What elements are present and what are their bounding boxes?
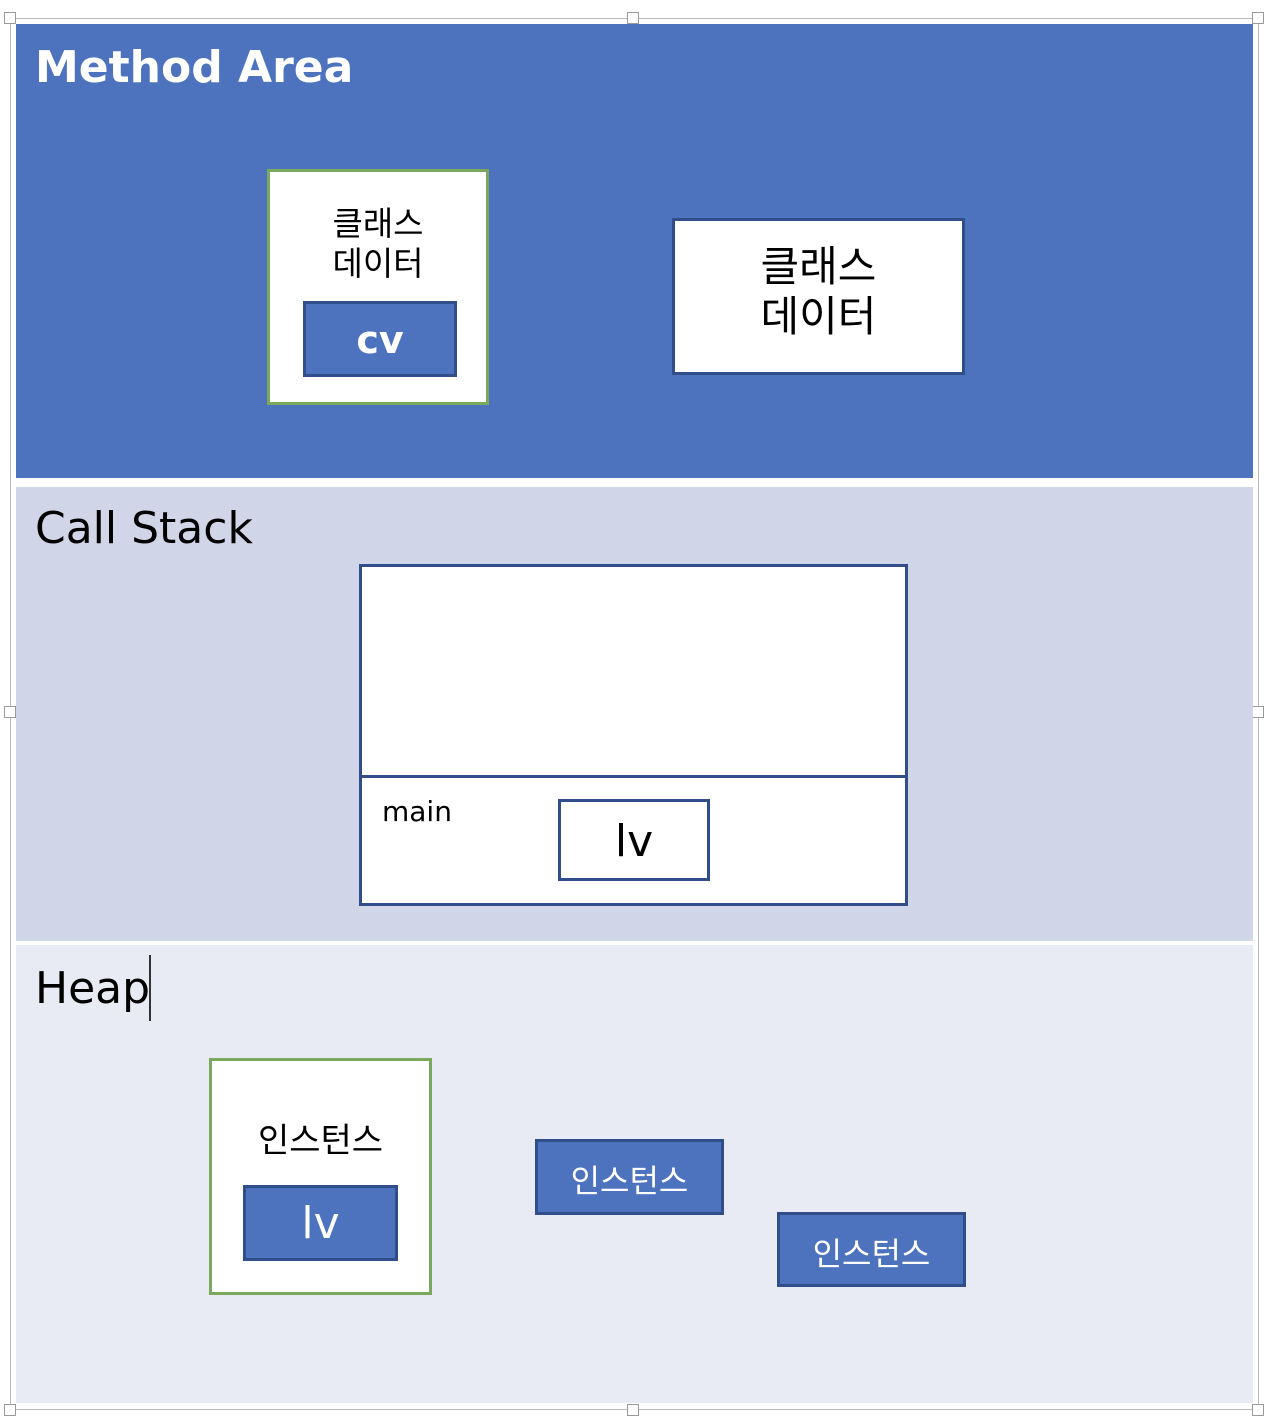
local-variable-box: lv [558, 799, 710, 881]
instance-box-3: 인스턴스 [777, 1212, 966, 1287]
resize-handle-left[interactable] [4, 706, 16, 718]
stack-container: main lv [359, 564, 908, 906]
main-frame-label: main [382, 795, 452, 828]
instance-label: 인스턴스 [257, 1121, 384, 1161]
resize-handle-right[interactable] [1252, 706, 1264, 718]
class-data-label-2: 클래스 데이터 [760, 242, 877, 341]
resize-handle-bottom-right[interactable] [1252, 1404, 1264, 1416]
instance-label-3: 인스턴스 [812, 1235, 931, 1273]
resize-handle-bottom-left[interactable] [4, 1404, 16, 1416]
resize-handle-bottom[interactable] [627, 1404, 639, 1416]
resize-handle-top[interactable] [627, 12, 639, 24]
resize-handle-top-left[interactable] [4, 12, 16, 24]
instance-box: 인스턴스 lv [209, 1058, 432, 1295]
instance-variable-box: lv [243, 1185, 398, 1261]
text-cursor [149, 955, 151, 1021]
resize-handle-top-right[interactable] [1252, 12, 1264, 24]
method-area-section: Method Area 클래스 데이터 cv 클래스 데이터 [16, 24, 1253, 478]
call-stack-section: Call Stack main lv [16, 487, 1253, 941]
heap-title: Heap [35, 963, 151, 1014]
class-variable-box: cv [303, 301, 457, 377]
instance-variable-label: lv [301, 1198, 340, 1249]
call-stack-title: Call Stack [35, 503, 253, 554]
class-data-with-cv-box: 클래스 데이터 cv [267, 169, 489, 405]
class-data-box: 클래스 데이터 [672, 218, 965, 375]
heap-section: Heap 인스턴스 lv 인스턴스 인스턴스 [16, 945, 1253, 1403]
local-variable-label: lv [614, 816, 654, 867]
stack-frame-divider [362, 775, 905, 778]
method-area-title: Method Area [35, 42, 354, 93]
class-data-label: 클래스 데이터 [332, 204, 424, 283]
class-variable-label: cv [356, 318, 404, 362]
instance-label-2: 인스턴스 [570, 1162, 689, 1200]
instance-box-2: 인스턴스 [535, 1139, 724, 1215]
